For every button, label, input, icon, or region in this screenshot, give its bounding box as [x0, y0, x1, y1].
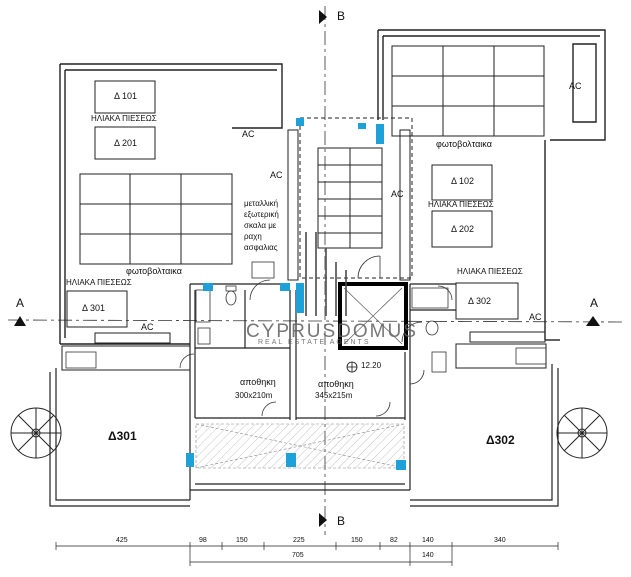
kitchen-counters [61, 331, 547, 371]
section-label-b-top: B [337, 9, 346, 23]
watermark-logo [305, 232, 347, 316]
bottom-walls [189, 483, 410, 500]
solar-heater-label: ΗΛΙΑΚΑ ΠΙΕΣΕΩΣ [91, 114, 157, 123]
ac-unit-label: AC [270, 170, 283, 180]
dimension-value: 150 [351, 537, 363, 544]
ac-unit-label: AC [242, 129, 255, 139]
storage-label-2: αποθηκη [318, 379, 354, 389]
dimension-value: 98 [199, 537, 207, 544]
unit-label-302: Δ 302 [468, 296, 492, 306]
section-label-a-right: A [590, 296, 599, 310]
dimension-lines [55, 542, 559, 566]
dimension-value: 150 [236, 537, 248, 544]
apartment-label-302: Δ302 [486, 433, 515, 447]
dimension-value: 225 [293, 537, 305, 544]
unit-label-201: Δ 201 [114, 138, 138, 148]
storage-size-1: 300x210m [235, 391, 273, 400]
ac-unit-label: AC [569, 81, 582, 91]
section-line-b [319, 6, 327, 535]
spiral-stair-right [556, 407, 608, 459]
section-line-a [7, 316, 626, 326]
right-balcony [410, 364, 559, 507]
solar-heater-label: ΗΛΙΑΚΑ ΠΙΕΣΕΩΣ [66, 278, 132, 287]
ac-unit-label: AC [529, 312, 542, 322]
ac-unit-label: AC [391, 189, 404, 199]
door-swings [179, 255, 453, 417]
spiral-stair-left [10, 407, 62, 459]
apartment-label-301: Δ301 [108, 429, 137, 443]
photovoltaics-label: φωτοβολταικα [126, 266, 182, 276]
stair-note-line: ραχη [244, 232, 262, 241]
left-block-walls [59, 63, 283, 345]
unit-label-101: Δ 101 [114, 91, 138, 101]
photovoltaics-label: φωτοβολταικα [436, 139, 492, 149]
stair-note-line: μεταλλική [244, 199, 279, 208]
dimension-value: 82 [390, 537, 398, 544]
dimension-value: 140 [422, 552, 434, 559]
solar-heater-boxes [66, 80, 519, 328]
elevator-shaft [338, 282, 408, 350]
solar-heater-label: ΗΛΙΑΚΑ ΠΙΕΣΕΩΣ [428, 200, 494, 209]
section-label-a-left: A [16, 296, 25, 310]
watermark-brand: CYPRUSDOMUS [246, 321, 418, 342]
watermark-tagline: REAL ESTATE AGENTS [258, 339, 371, 346]
storage-label-1: αποθηκη [240, 377, 276, 387]
stair-core [287, 117, 413, 281]
stair-note-line: ασφαλιας [244, 243, 278, 252]
pv-array-left [79, 173, 233, 265]
solar-heater-label: ΗΛΙΑΚΑ ΠΙΕΣΕΩΣ [457, 267, 523, 276]
ac-unit-label: AC [141, 322, 154, 332]
canopy-hatch [195, 423, 405, 469]
right-block-walls [377, 29, 606, 341]
dimension-value: 425 [116, 537, 128, 544]
level-marker: 12.20 [361, 361, 382, 370]
stair-note-line: εξωτερική [244, 210, 279, 219]
pv-array-right [391, 45, 545, 137]
stair-note: μεταλλική εξωτερική σκαλα με ραχη ασφαλι… [244, 198, 279, 253]
dimension-value: 705 [292, 552, 304, 559]
unit-label-202: Δ 202 [451, 224, 475, 234]
storage-size-2: 345x215m [315, 391, 353, 400]
section-label-b-bottom: B [337, 514, 346, 528]
dimension-value: 340 [494, 537, 506, 544]
unit-label-301: Δ 301 [82, 303, 106, 313]
dimension-value: 140 [422, 537, 434, 544]
left-balcony [49, 368, 190, 507]
level-marker-symbol [346, 361, 358, 373]
highlighted-columns [186, 118, 406, 470]
stair-note-line: σκαλα με [244, 221, 277, 230]
unit-label-102: Δ 102 [451, 176, 475, 186]
